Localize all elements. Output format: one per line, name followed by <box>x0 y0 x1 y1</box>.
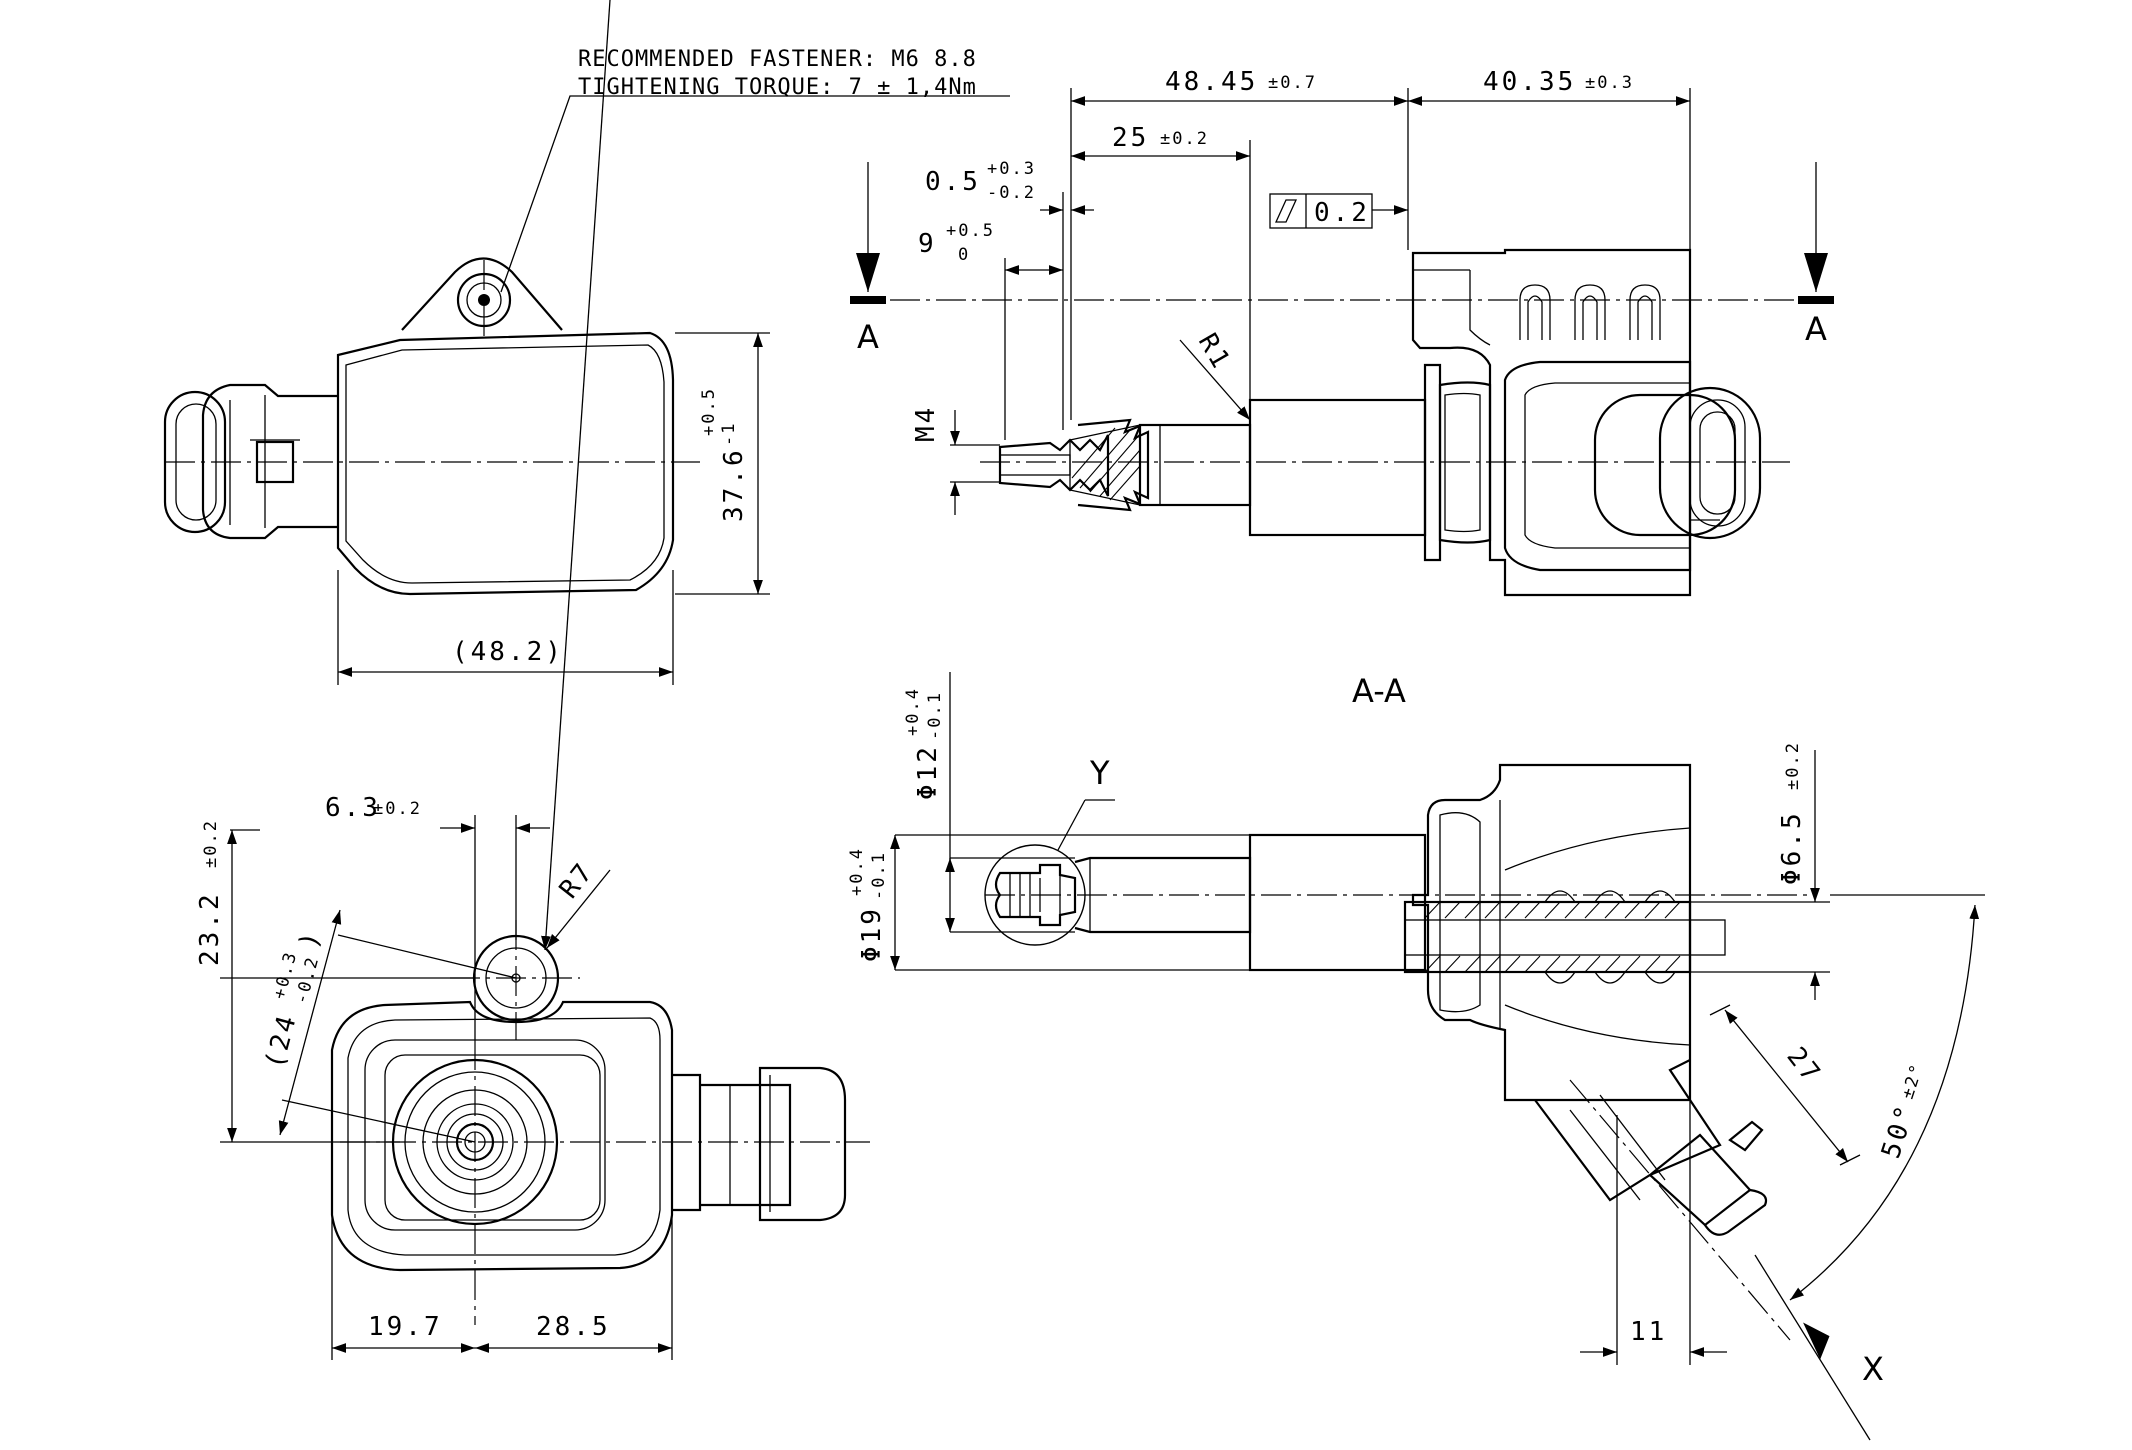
tip-threaded <box>998 434 1110 497</box>
dim-phi12: Φ12 <box>913 744 943 800</box>
dim-40-35: 40.35 <box>1483 67 1576 97</box>
base-outline <box>330 1000 674 1272</box>
dim-48-45-tol: ±0.7 <box>1268 73 1317 93</box>
coil-body-outline <box>336 331 675 596</box>
top-left-view <box>163 95 1010 685</box>
dim-9-tol-low: 0 <box>958 245 970 265</box>
flatness-value: 0.2 <box>1314 198 1370 228</box>
dim-6-3: 6.3 <box>325 793 381 823</box>
section-title: A-A <box>1352 672 1406 710</box>
dim-48-2: (48.2) <box>452 637 564 667</box>
dim-19-7: 19.7 <box>368 1312 443 1342</box>
torque-note: TIGHTENING TORQUE: 7 ± 1,4Nm <box>578 75 977 100</box>
dim-phi19: Φ19 <box>857 906 887 962</box>
mounting-ear <box>401 257 563 331</box>
dim-m4: M4 <box>911 405 941 442</box>
axis-label-x: X <box>1862 1350 1884 1388</box>
top-right-view <box>850 88 1834 597</box>
dim-37-6-tol-up: +0.5 <box>699 387 719 436</box>
boot-neck <box>1138 423 1252 507</box>
dim-phi12-tol-low: -0.1 <box>925 691 945 740</box>
dim-25-tol: ±0.2 <box>1160 129 1209 149</box>
dim-37-6-tol-low: -1 <box>719 422 739 446</box>
dim-24-close: ) <box>294 926 328 952</box>
dim-27: 27 <box>1780 1042 1827 1090</box>
coil-head-outline <box>1411 248 1692 597</box>
dim-0-5-tol-low: -0.2 <box>987 183 1036 203</box>
fastener-note: RECOMMENDED FASTENER: M6 8.8 <box>578 47 977 72</box>
dim-phi12-tol-up: +0.4 <box>903 687 923 736</box>
dim-40-35-tol: ±0.3 <box>1585 73 1634 93</box>
bottom-left-view <box>220 0 870 1360</box>
dim-24: (24 <box>260 1010 303 1072</box>
dim-50deg: 50° <box>1876 1100 1922 1162</box>
section-marker-a-left: A <box>857 318 879 356</box>
dim-11: 11 <box>1630 1317 1667 1347</box>
dim-phi6-5-tol: ±0.2 <box>1783 741 1803 790</box>
dim-9: 9 <box>918 229 937 259</box>
angled-connector <box>1534 1059 1722 1202</box>
dim-25: 25 <box>1112 123 1149 153</box>
bottom-connector-plug <box>758 1066 847 1222</box>
dim-23-2: 23.2 <box>195 891 225 966</box>
dim-0-5: 0.5 <box>925 167 981 197</box>
section-boot-tube <box>1248 833 1427 972</box>
dim-37-6: 37.6 <box>719 447 749 522</box>
dim-phi19-tol-up: +0.4 <box>847 847 867 896</box>
dim-phi6-5: Φ6.5 <box>1777 810 1807 885</box>
dim-23-2-tol: ±0.2 <box>201 819 221 868</box>
section-head-outline <box>1411 763 1692 1102</box>
dim-r1: R1 <box>1192 329 1237 376</box>
boot-tube <box>1248 398 1427 537</box>
dim-9-tol-up: +0.5 <box>946 221 995 241</box>
dim-phi19-tol-low: -0.1 <box>869 851 889 900</box>
dim-28-5: 28.5 <box>536 1312 611 1342</box>
detail-label-y: Y <box>1089 754 1110 792</box>
dim-0-5-tol-up: +0.3 <box>987 159 1036 179</box>
dim-48-45: 48.45 <box>1165 67 1258 97</box>
dim-6-3-tol: ±0.2 <box>373 799 422 819</box>
section-marker-a-right: A <box>1805 310 1827 348</box>
section-a-a-view <box>890 672 1985 1441</box>
dim-50deg-tol: ±2° <box>1898 1060 1928 1101</box>
dim-r7: R7 <box>554 856 601 904</box>
